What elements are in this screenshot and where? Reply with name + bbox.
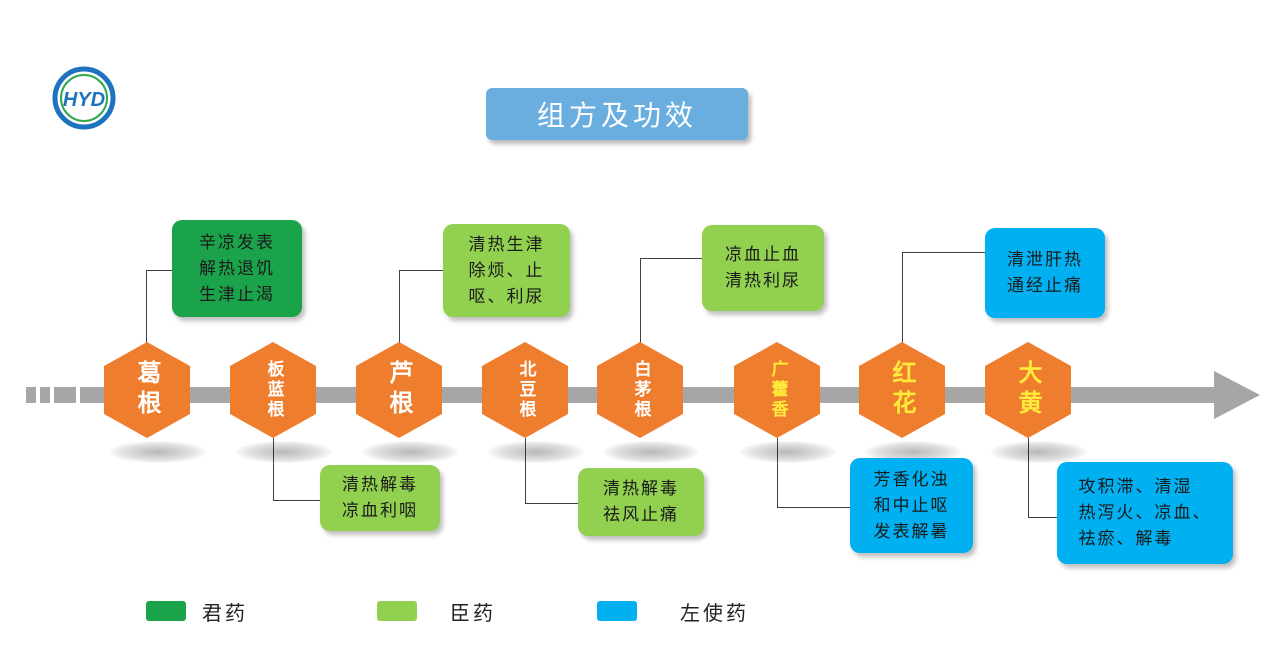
connector-line [273, 500, 321, 501]
effect-text: 清热解毒 祛风止痛 [603, 479, 679, 525]
company-logo: HYD [52, 66, 116, 130]
connector-line [273, 438, 274, 501]
legend-label-jun: 君药 [202, 601, 248, 625]
connector-line [902, 252, 903, 345]
connector-line [1028, 438, 1029, 518]
connector-line [399, 270, 443, 271]
hex-shadow [865, 441, 961, 463]
logo-text: HYD [63, 89, 105, 111]
connector-line [640, 258, 702, 259]
herb-node-banlangen: 板蓝根 [230, 342, 316, 438]
legend-label-chen: 臣药 [450, 601, 496, 625]
hex-shadow [110, 441, 206, 463]
hex-shadow [362, 441, 458, 463]
connector-line [146, 270, 147, 345]
connector-line [902, 252, 986, 253]
effect-text: 清泄肝热 通经止痛 [1007, 250, 1083, 296]
effect-text: 清热生津 除烦、止 呕、利尿 [468, 234, 545, 307]
hex-shadow [991, 441, 1087, 463]
connector-line [399, 270, 400, 345]
effect-box-guanghuoxiang: 芳香化浊 和中止呕 发表解暑 [850, 458, 973, 553]
page-title: 组方及功效 [486, 88, 748, 140]
effect-box-banlangen: 清热解毒 凉血利咽 [320, 465, 440, 531]
hex-shadow [740, 441, 836, 463]
connector-line [777, 507, 851, 508]
legend-swatch-zuoshi [597, 601, 637, 621]
connector-line [1028, 517, 1058, 518]
connector-line [640, 258, 641, 345]
effect-box-gegen: 辛凉发表 解热退饥 生津止渴 [172, 220, 302, 317]
connector-line [146, 270, 172, 271]
effect-box-dahuang: 攻积滞、清湿 热泻火、凉血、 祛瘀、解毒 [1057, 462, 1233, 564]
legend-swatch-jun [146, 601, 186, 621]
effect-box-baimaogen: 凉血止血 清热利尿 [702, 225, 824, 311]
legend-swatch-chen [377, 601, 417, 621]
effect-text: 芳香化浊 和中止呕 发表解暑 [873, 469, 950, 542]
effect-box-beidougen: 清热解毒 祛风止痛 [578, 468, 704, 536]
effect-box-lugen: 清热生津 除烦、止 呕、利尿 [443, 224, 570, 317]
hex-shadow [603, 441, 699, 463]
connector-line [525, 438, 526, 504]
effect-text: 清热解毒 凉血利咽 [342, 475, 418, 521]
herb-node-lugen: 芦根 [356, 342, 442, 438]
connector-line [525, 503, 579, 504]
effect-text: 凉血止血 清热利尿 [725, 245, 801, 291]
effect-text: 攻积滞、清湿 热泻火、凉血、 祛瘀、解毒 [1078, 477, 1212, 549]
hex-shadow [488, 441, 584, 463]
hex-shadow [236, 441, 332, 463]
connector-line [777, 438, 778, 508]
effect-text: 辛凉发表 解热退饥 生津止渴 [199, 232, 275, 305]
herb-node-gegen: 葛根 [104, 342, 190, 438]
effect-box-honghua: 清泄肝热 通经止痛 [985, 228, 1105, 318]
legend-label-zuoshi: 左使药 [680, 601, 749, 625]
